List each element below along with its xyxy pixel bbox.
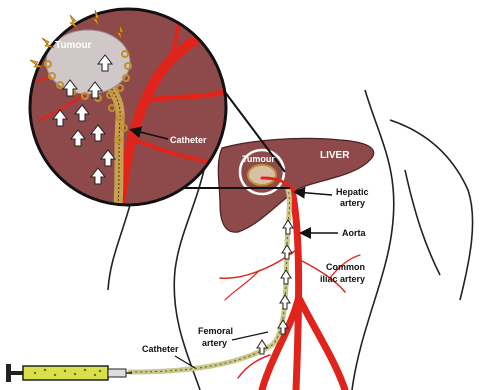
hepatic-pointer [296, 192, 332, 195]
label-common-iliac-1: Common [326, 262, 365, 272]
label-aorta: Aorta [342, 228, 366, 238]
right-iliac [300, 300, 345, 390]
catheter-main-pointer [175, 356, 195, 368]
label-femoral-1: Femoral [198, 326, 233, 336]
syringe [6, 364, 132, 382]
magnified-inset [30, 9, 230, 205]
label-common-iliac-2: iliac artery [320, 274, 365, 284]
label-tumour-inset: Tumour [55, 40, 92, 51]
label-hepatic-artery-1: Hepatic [336, 187, 369, 197]
label-liver: LIVER [320, 150, 350, 161]
femoral-pointer [232, 332, 268, 340]
label-catheter-main: Catheter [142, 344, 179, 354]
label-femoral-2: artery [202, 338, 227, 348]
liver-tumour [248, 165, 276, 185]
aorta-vessel [292, 190, 299, 390]
label-catheter-inset: Catheter [170, 135, 207, 145]
label-tumour-liver: Tumour [242, 154, 275, 164]
label-hepatic-artery-2: artery [340, 198, 365, 208]
